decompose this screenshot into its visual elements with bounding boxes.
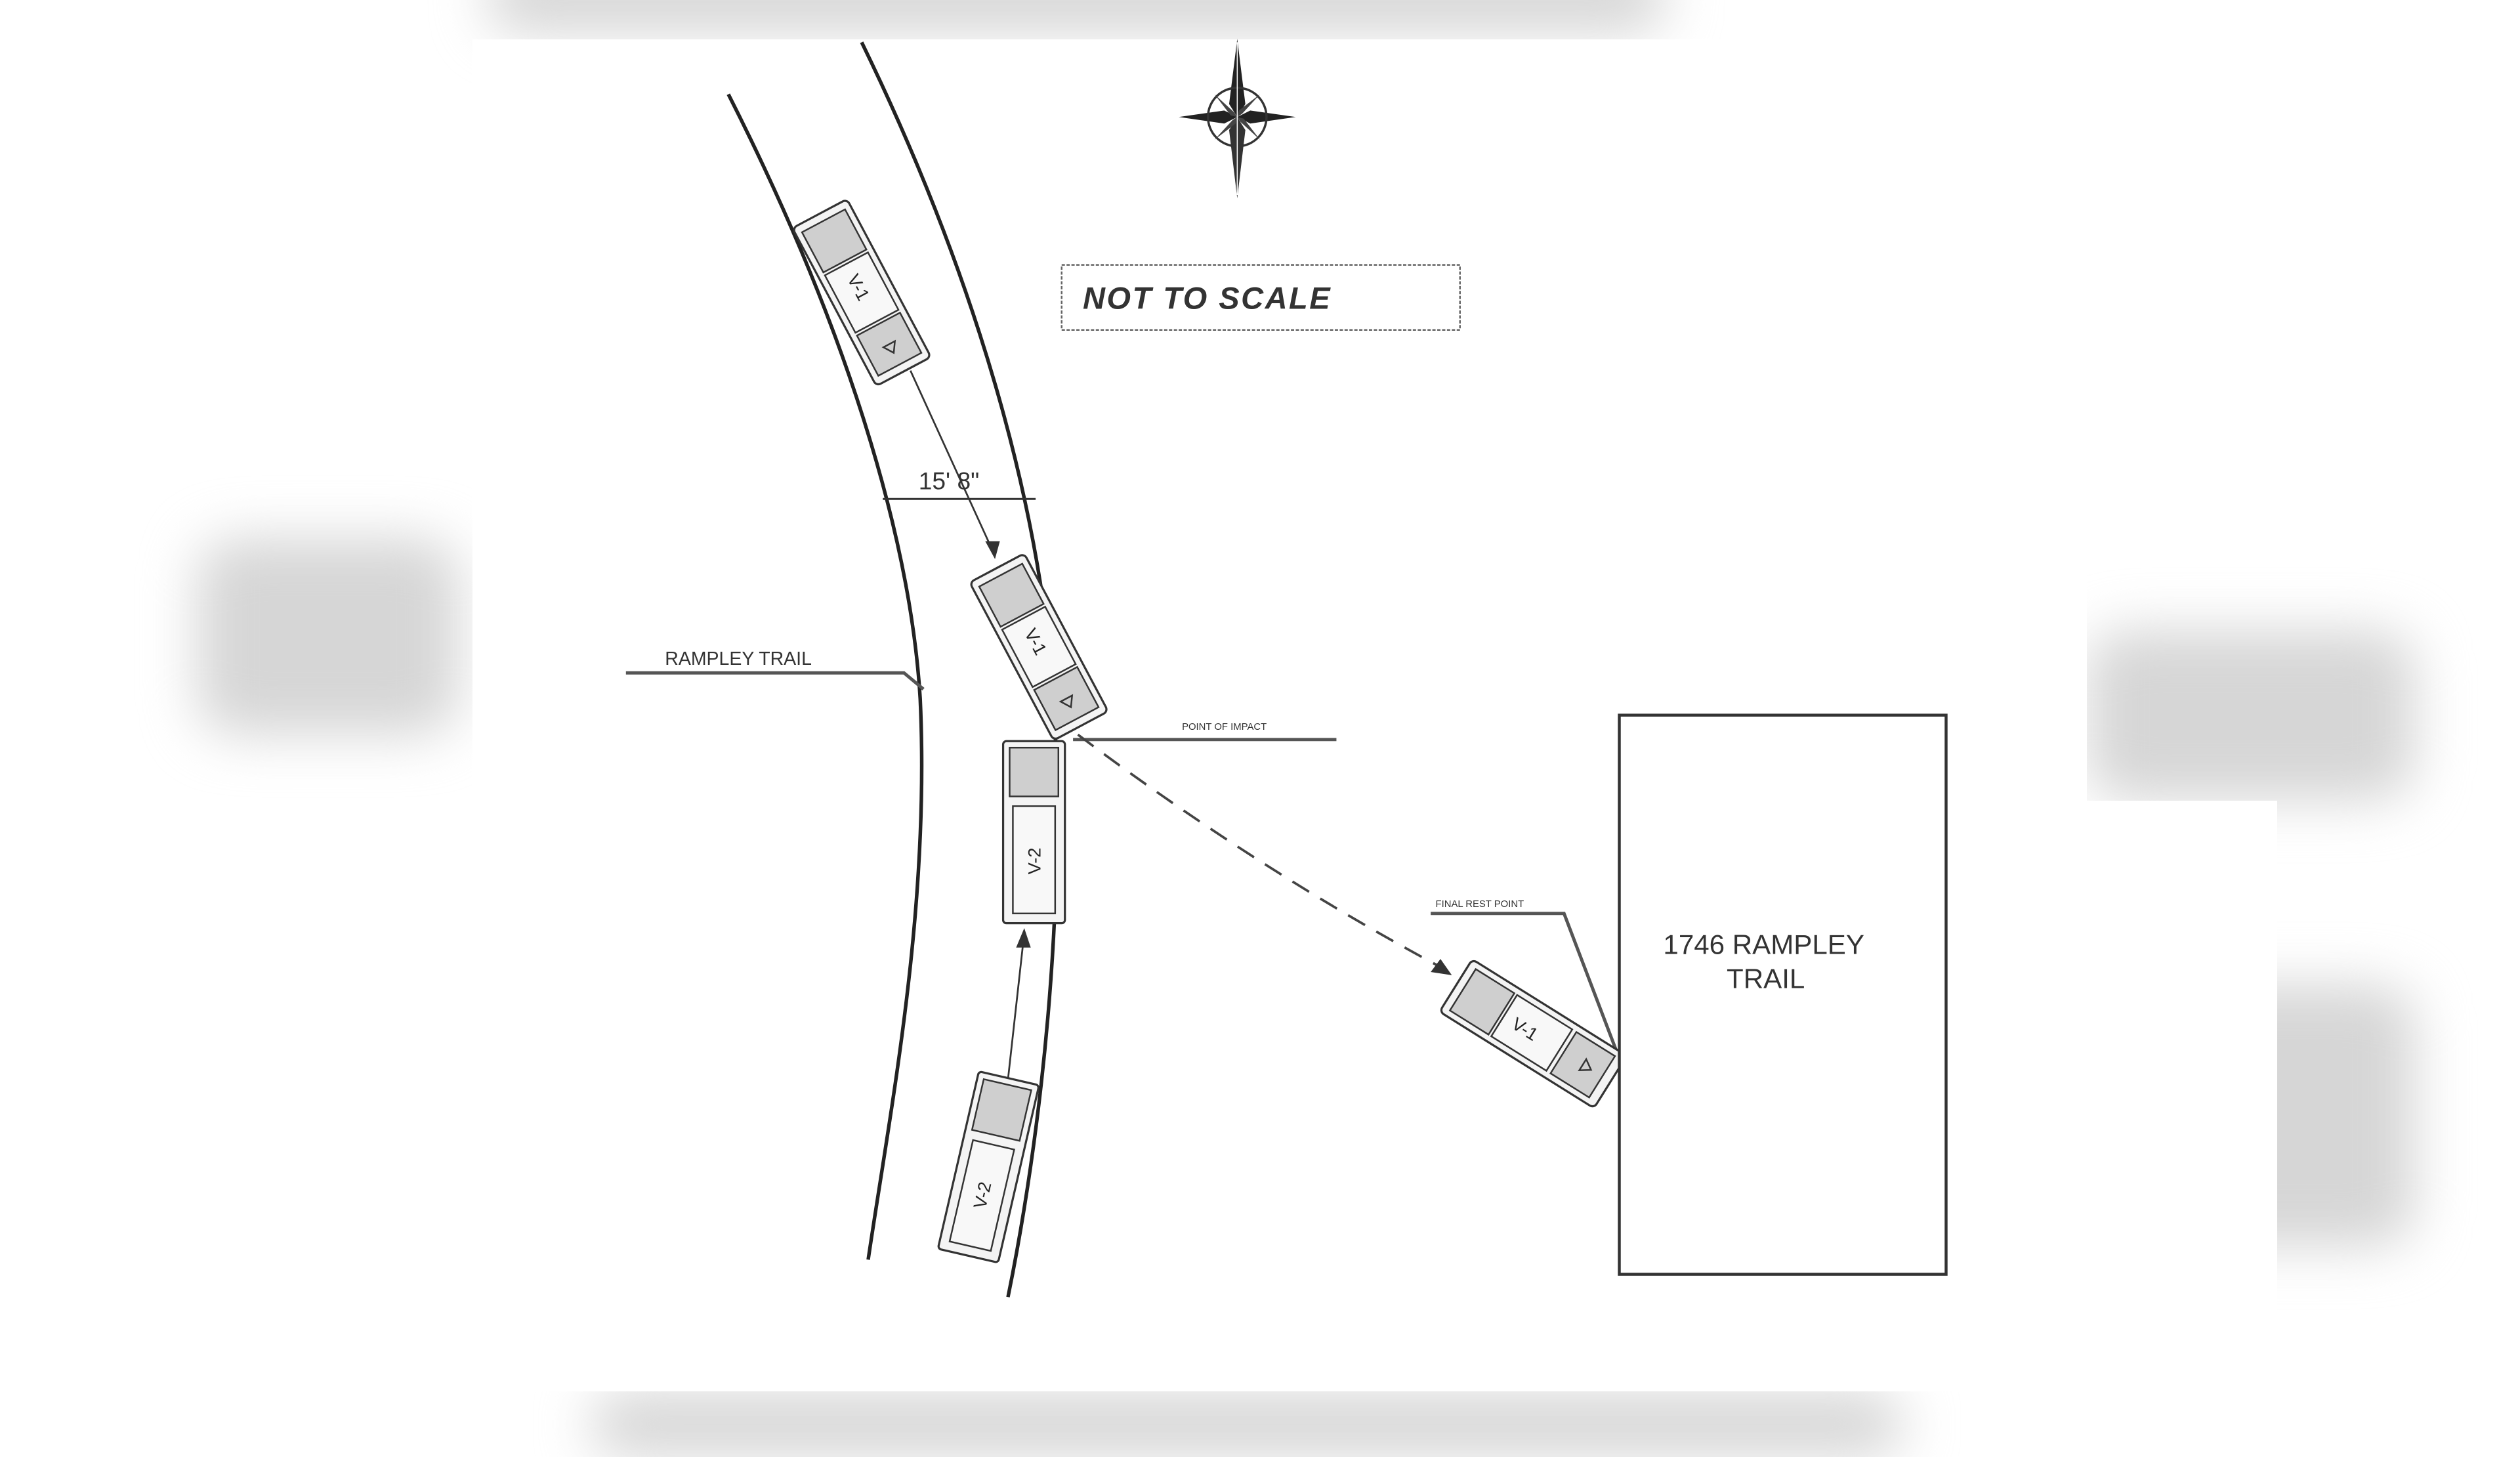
building-1746-rampley-trail[interactable] — [1618, 713, 1948, 1276]
edge-blur-top — [486, 0, 1667, 33]
final-rest-label: FINAL REST POINT — [1436, 899, 1524, 910]
building-address-line1: 1746 RAMPLEY — [1663, 929, 1864, 960]
vehicle-v1-initial[interactable]: V-1 — [793, 199, 931, 386]
v1-travel-arrow — [910, 370, 1000, 559]
vehicle-v1-final[interactable]: V-1 — [1440, 960, 1627, 1109]
road-left-edge — [726, 93, 924, 1260]
edge-blur-left — [197, 538, 459, 735]
road-name-label: RAMPLEY TRAIL — [665, 648, 812, 669]
accident-diagram: 15' 8" RAMPLEY TRAIL NOT TO SCALE POINT … — [625, 39, 1948, 1298]
v1-post-impact-path — [1077, 733, 1452, 975]
road-width-label: 15' 8" — [919, 467, 980, 494]
building-address-line2: TRAIL — [1727, 963, 1805, 994]
vehicle-v2-impact[interactable]: V-2 — [1001, 740, 1066, 925]
not-to-scale-label: NOT TO SCALE — [1083, 281, 1332, 316]
paper-right-ext — [2080, 801, 2277, 1391]
v2-travel-arrow — [1007, 928, 1031, 1080]
impact-point-label: POINT OF IMPACT — [1182, 722, 1267, 732]
diagram-canvas: 15' 8" RAMPLEY TRAIL NOT TO SCALE POINT … — [197, 0, 2415, 1457]
vehicle-v1-impact[interactable]: V-1 — [970, 553, 1108, 740]
vehicle-label: V-2 — [1024, 847, 1045, 874]
compass-rose-icon — [1179, 39, 1296, 199]
road-name-leader — [625, 671, 925, 690]
vehicle-v2-initial[interactable]: V-2 — [937, 1070, 1040, 1263]
final-rest-leader — [1431, 912, 1618, 1051]
not-to-scale-box — [1060, 264, 1461, 331]
edge-blur-right — [2087, 630, 2415, 801]
